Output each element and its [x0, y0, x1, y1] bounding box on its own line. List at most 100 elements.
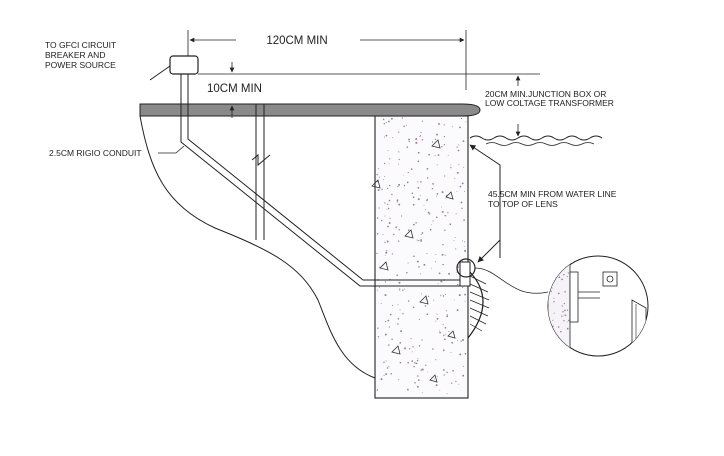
concrete-speckle: [435, 384, 438, 387]
concrete-speckle: [416, 239, 418, 241]
concrete-speckle: [421, 139, 424, 141]
detail-speckle: [561, 315, 563, 317]
detail-speckle: [553, 312, 555, 314]
concrete-speckle: [462, 286, 464, 288]
concrete-speckle: [376, 217, 379, 219]
concrete-speckle: [396, 225, 398, 227]
concrete-speckle: [376, 173, 379, 176]
concrete-speckle: [462, 374, 465, 377]
rigid-conduit-inner: [187, 74, 470, 281]
concrete-speckle: [385, 320, 387, 322]
concrete-speckle: [420, 181, 422, 183]
concrete-speckle: [432, 348, 434, 350]
concrete-speckle: [418, 239, 420, 242]
concrete-speckle: [398, 379, 400, 381]
concrete-speckle: [410, 168, 413, 170]
concrete-speckle: [439, 331, 441, 334]
concrete-speckle: [411, 360, 414, 362]
detail-speckle: [560, 341, 562, 343]
concrete-speckle: [427, 198, 429, 200]
detail-speckle: [558, 276, 561, 279]
concrete-speckle: [458, 294, 461, 297]
concrete-speckle: [441, 206, 442, 208]
detail-speckle: [548, 290, 550, 292]
concrete-speckle: [385, 251, 388, 254]
concrete-speckle: [444, 175, 446, 177]
concrete-speckle: [412, 346, 414, 348]
concrete-speckle: [393, 233, 395, 236]
concrete-speckle: [396, 274, 398, 276]
detail-speckle: [553, 346, 556, 349]
detail-speckle: [566, 276, 568, 278]
detail-speckle: [567, 321, 568, 323]
soil-outline: [139, 115, 376, 379]
conduit-leader-diag: [175, 145, 185, 154]
detail-speckle: [564, 345, 565, 347]
detail-speckle: [550, 290, 552, 293]
concrete-speckle: [459, 185, 462, 188]
concrete-speckle: [407, 361, 410, 364]
concrete-speckle: [438, 122, 440, 125]
concrete-speckle: [402, 313, 404, 315]
concrete-speckle: [408, 138, 410, 141]
waterline-label-line1: 45.5CM MIN FROM WATER LINE: [488, 189, 617, 199]
concrete-speckle: [439, 389, 441, 391]
concrete-speckle: [461, 182, 464, 185]
detail-speckle: [563, 320, 565, 322]
concrete-speckle: [438, 330, 440, 332]
concrete-speckle: [417, 375, 419, 377]
concrete-speckle: [407, 229, 410, 231]
concrete-speckle: [416, 359, 419, 362]
concrete-speckle: [388, 163, 390, 165]
light-housing: [459, 261, 471, 287]
concrete-speckle: [380, 378, 383, 381]
concrete-speckle: [442, 263, 444, 266]
concrete-speckle: [433, 378, 435, 380]
concrete-speckle: [446, 314, 448, 316]
light-lens-hatching: [469, 275, 490, 332]
concrete-speckle: [398, 163, 400, 165]
concrete-speckle: [454, 177, 456, 179]
concrete-speckle: [420, 131, 422, 134]
concrete-speckle: [411, 192, 414, 195]
concrete-speckle: [376, 252, 378, 255]
concrete-speckle: [441, 146, 443, 148]
concrete-speckle: [428, 153, 430, 156]
concrete-speckle: [452, 126, 454, 128]
concrete-speckle: [426, 199, 428, 201]
concrete-speckle: [446, 371, 448, 374]
concrete-speckle: [391, 193, 393, 196]
concrete-speckle: [438, 272, 441, 275]
concrete-speckle: [457, 283, 459, 286]
concrete-speckle: [418, 319, 420, 321]
concrete-speckle: [423, 205, 425, 206]
detail-speckle: [552, 339, 554, 341]
concrete-speckle: [462, 140, 465, 143]
concrete-speckle: [443, 144, 445, 146]
conduit-label: 2.5CM RIGIO CONDUIT: [49, 148, 142, 158]
concrete-speckle: [459, 126, 461, 129]
concrete-speckle: [426, 313, 429, 316]
detail-speckle: [549, 342, 551, 344]
concrete-speckle: [376, 233, 379, 235]
concrete-speckle: [398, 281, 401, 284]
concrete-speckle: [387, 319, 390, 322]
concrete-speckle: [437, 314, 439, 316]
concrete-speckle: [401, 215, 403, 217]
concrete-speckle: [413, 255, 415, 258]
concrete-speckle: [389, 184, 391, 187]
concrete-speckle: [462, 365, 464, 367]
concrete-speckle: [416, 260, 419, 263]
concrete-speckle: [436, 133, 438, 136]
concrete-speckle: [462, 339, 464, 341]
concrete-speckle: [384, 176, 386, 177]
waterline-leader-to-lens: [477, 239, 501, 263]
dim-10-label: 10CM MIN: [207, 83, 262, 95]
concrete-speckle: [414, 381, 416, 384]
concrete-speckle: [461, 207, 463, 209]
concrete-speckle: [444, 338, 446, 341]
concrete-speckle: [419, 195, 421, 197]
concrete-speckle: [385, 360, 387, 362]
concrete-speckle: [385, 373, 388, 376]
